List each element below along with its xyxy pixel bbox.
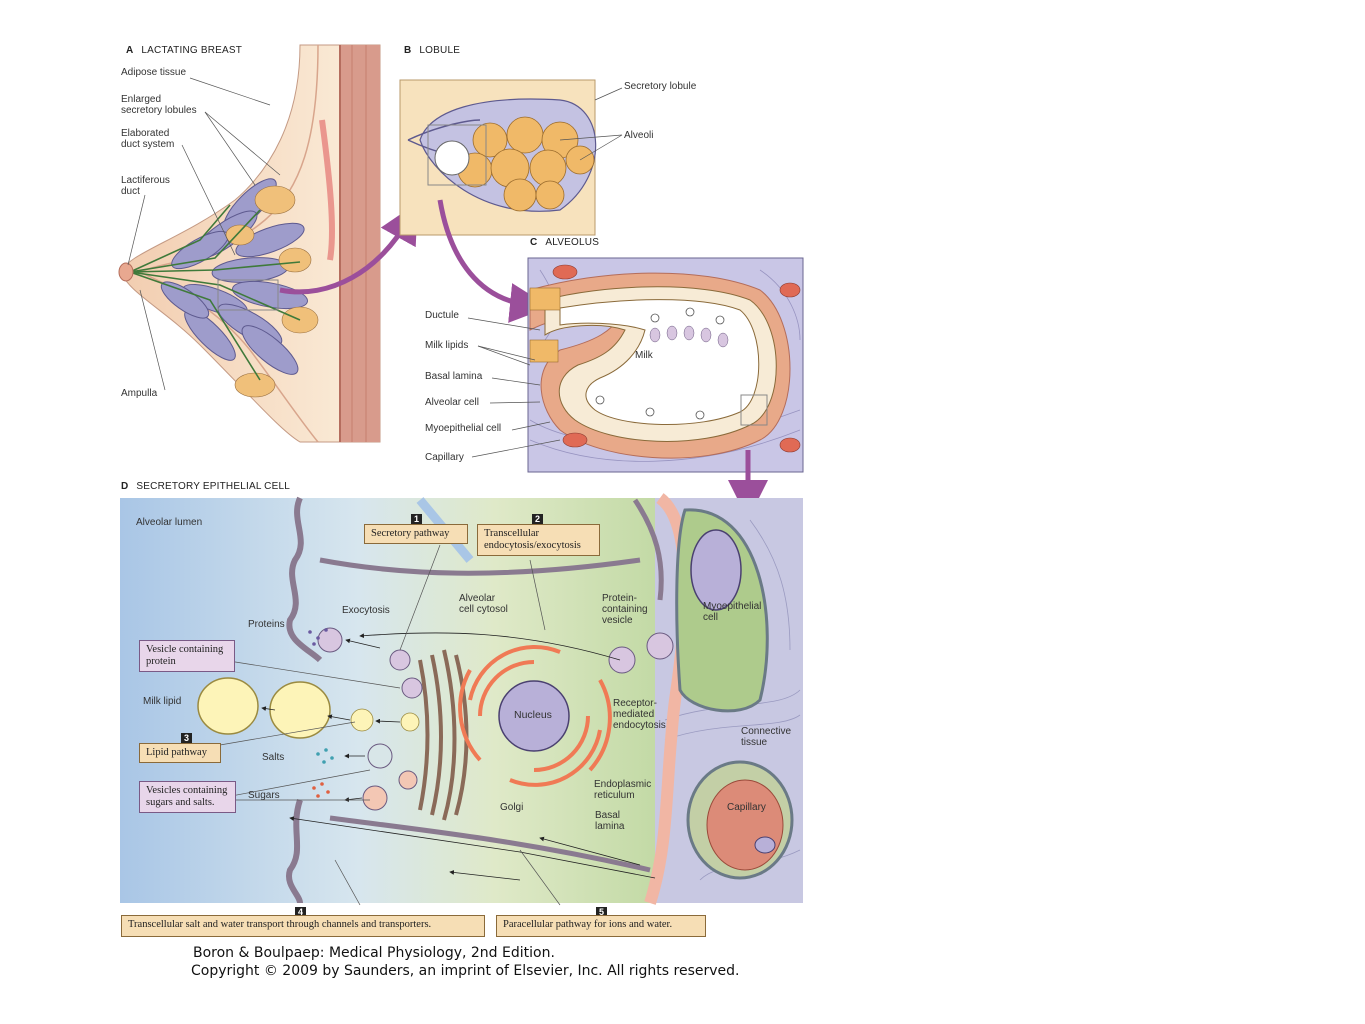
label-sugars: Sugars xyxy=(248,790,280,801)
label-golgi: Golgi xyxy=(500,802,524,813)
label-basal-line1: Basal xyxy=(595,810,621,821)
panel-a-title-text: LACTATING BREAST xyxy=(141,45,243,56)
breast-illustration xyxy=(118,44,418,443)
box-vesicles-sugars-line2: sugars and salts. xyxy=(146,797,215,808)
panel-a-letter: A xyxy=(126,45,134,56)
label-salts: Salts xyxy=(262,752,285,763)
box-vesicle-protein-line1: Vesicle containing xyxy=(146,644,224,655)
label-enlarged-line1: Enlarged xyxy=(121,94,162,105)
label-protein-vesicle-line1: Protein- xyxy=(602,593,638,604)
label-receptor-line3: endocytosis xyxy=(613,720,666,731)
panel-a-title: A LACTATING BREAST xyxy=(126,45,242,56)
label-basal-line2: lamina xyxy=(595,821,625,832)
label-secretory-lobule: Secretory lobule xyxy=(624,81,697,92)
label-lactiferous-line1: Lactiferous xyxy=(121,175,170,186)
label-receptor-line1: Receptor- xyxy=(613,698,657,709)
step-number-3: 3 xyxy=(181,733,192,744)
box-transcellular-endocytosis: Transcellular endocytosis/exocytosis xyxy=(477,524,600,556)
panel-d-title-text: SECRETORY EPITHELIAL CELL xyxy=(136,481,291,492)
box-transcellular-line2: endocytosis/exocytosis xyxy=(484,540,581,551)
alveolus-illustration xyxy=(467,257,804,520)
label-connective-line2: tissue xyxy=(741,737,768,748)
label-elaborated-line1: Elaborated xyxy=(121,128,170,139)
panel-c-title: C ALVEOLUS xyxy=(530,237,599,248)
step-number-5: 5 xyxy=(596,907,607,918)
label-basal-lamina-c: Basal lamina xyxy=(425,371,483,382)
box-vesicle-protein-line2: protein xyxy=(146,656,176,667)
label-ampulla: Ampulla xyxy=(121,388,158,399)
label-alveoli: Alveoli xyxy=(624,130,654,141)
label-protein-vesicle-line3: vesicle xyxy=(602,615,633,626)
label-myoepithelial-cell-c: Myoepithelial cell xyxy=(425,423,502,434)
lobule-illustration xyxy=(399,79,623,323)
box-transcellular-salt-water: Transcellular salt and water transport t… xyxy=(121,915,485,937)
box-secretory-pathway: Secretory pathway xyxy=(364,524,468,544)
box-vesicle-containing-protein: Vesicle containing protein xyxy=(139,640,235,672)
label-milk: Milk xyxy=(635,350,653,361)
secretory-cell-illustration xyxy=(120,493,803,906)
label-myoepithelial-line2: cell xyxy=(703,612,719,623)
panel-c-letter: C xyxy=(530,237,538,248)
panel-d-title: D SECRETORY EPITHELIAL CELL xyxy=(121,481,290,492)
box-vesicles-sugars-salts: Vesicles containing sugars and salts. xyxy=(139,781,236,813)
step-number-2: 2 xyxy=(532,514,543,525)
panel-b-letter: B xyxy=(404,45,412,56)
label-capillary-c: Capillary xyxy=(425,452,464,463)
label-nucleus: Nucleus xyxy=(514,709,552,721)
label-capillary-d: Capillary xyxy=(727,802,766,813)
box-vesicles-sugars-line1: Vesicles containing xyxy=(146,785,228,796)
panel-b-title: B LOBULE xyxy=(404,45,460,56)
panel-d-letter: D xyxy=(121,481,129,492)
label-protein-vesicle-line2: containing xyxy=(602,604,648,615)
figure-caption: Boron & Boulpaep: Medical Physiology, 2n… xyxy=(191,944,739,980)
label-milk-lipid: Milk lipid xyxy=(143,696,182,707)
label-myoepithelial-line1: Myoepithelial xyxy=(703,601,762,612)
step-number-4: 4 xyxy=(295,907,306,918)
label-proteins: Proteins xyxy=(248,619,285,630)
label-alveolar-lumen: Alveolar lumen xyxy=(136,517,203,528)
caption-line2: Copyright © 2009 by Saunders, an imprint… xyxy=(191,963,740,979)
label-ductule: Ductule xyxy=(425,310,459,321)
label-elaborated-line2: duct system xyxy=(121,139,175,150)
label-er-line2: reticulum xyxy=(594,790,635,801)
label-enlarged-line2: secretory lobules xyxy=(121,105,197,116)
label-alveolar-cytosol-line1: Alveolar xyxy=(459,593,496,604)
label-milk-lipids: Milk lipids xyxy=(425,340,469,351)
label-lactiferous-line2: duct xyxy=(121,186,140,197)
box-transcellular-line1: Transcellular xyxy=(484,528,540,539)
label-exocytosis: Exocytosis xyxy=(342,605,390,616)
panel-c-title-text: ALVEOLUS xyxy=(545,237,600,248)
box-lipid-pathway: Lipid pathway xyxy=(139,743,221,763)
label-adipose-tissue: Adipose tissue xyxy=(121,67,187,78)
label-receptor-line2: mediated xyxy=(613,709,655,720)
step-number-1: 1 xyxy=(411,514,422,525)
caption-line1: Boron & Boulpaep: Medical Physiology, 2n… xyxy=(193,945,555,961)
label-alveolar-cell: Alveolar cell xyxy=(425,397,479,408)
box-paracellular-pathway: Paracellular pathway for ions and water. xyxy=(496,915,706,937)
label-connective-line1: Connective xyxy=(741,726,792,737)
panel-b-title-text: LOBULE xyxy=(419,45,461,56)
label-alveolar-cytosol-line2: cell cytosol xyxy=(459,604,508,615)
label-er-line1: Endoplasmic xyxy=(594,779,652,790)
